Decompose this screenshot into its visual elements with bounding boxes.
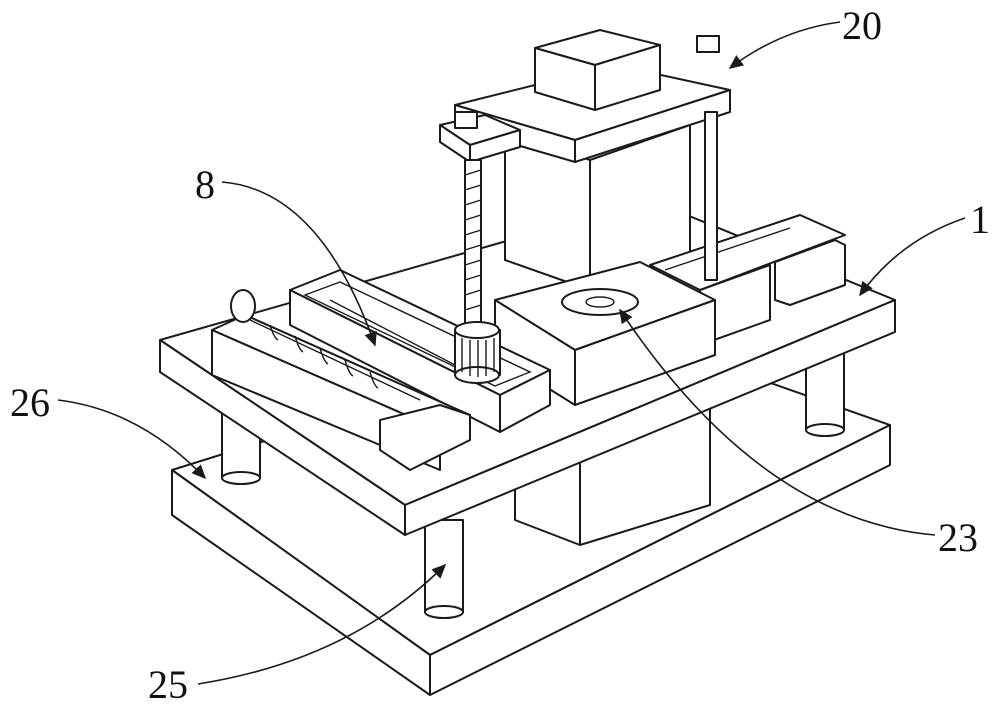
label-23: 23 [938,518,978,558]
guide-rod [705,112,717,280]
label-1: 1 [970,200,990,240]
label-25: 25 [148,665,188,705]
die-hole [562,289,638,315]
label-26: 26 [10,383,50,423]
label-20: 20 [842,6,882,46]
knob [455,322,500,383]
label-8: 8 [195,165,215,205]
lead-screw [465,160,481,325]
